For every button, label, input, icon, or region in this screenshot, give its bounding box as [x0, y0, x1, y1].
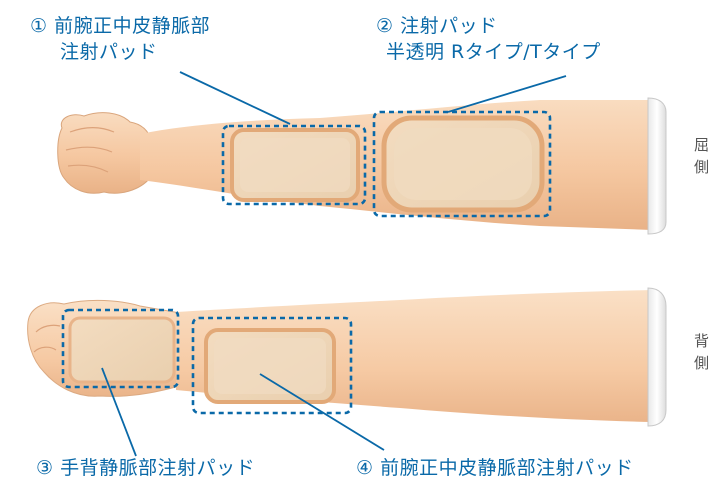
pad1-label-line2: 注射パッド	[60, 40, 158, 64]
side-label-flexor: 屈側	[694, 134, 712, 178]
pad1-label-line1: ① 前腕正中皮静脈部	[30, 14, 210, 38]
pad4-label: ④ 前腕正中皮静脈部注射パッド	[356, 456, 634, 480]
pad2-label-line1: ② 注射パッド	[376, 14, 498, 38]
side-label-dorsal: 背側	[694, 330, 712, 374]
bottom-arm	[28, 288, 666, 426]
top-arm	[58, 98, 666, 234]
leader-1	[180, 72, 290, 124]
top-cuff	[648, 98, 666, 234]
bottom-cuff	[648, 288, 666, 426]
pad3-label: ③ 手背静脈部注射パッド	[36, 456, 255, 480]
top-fist	[58, 113, 150, 194]
pad2-label-line2: 半透明 Rタイプ/Tタイプ	[386, 40, 601, 64]
pad-3	[70, 318, 174, 382]
